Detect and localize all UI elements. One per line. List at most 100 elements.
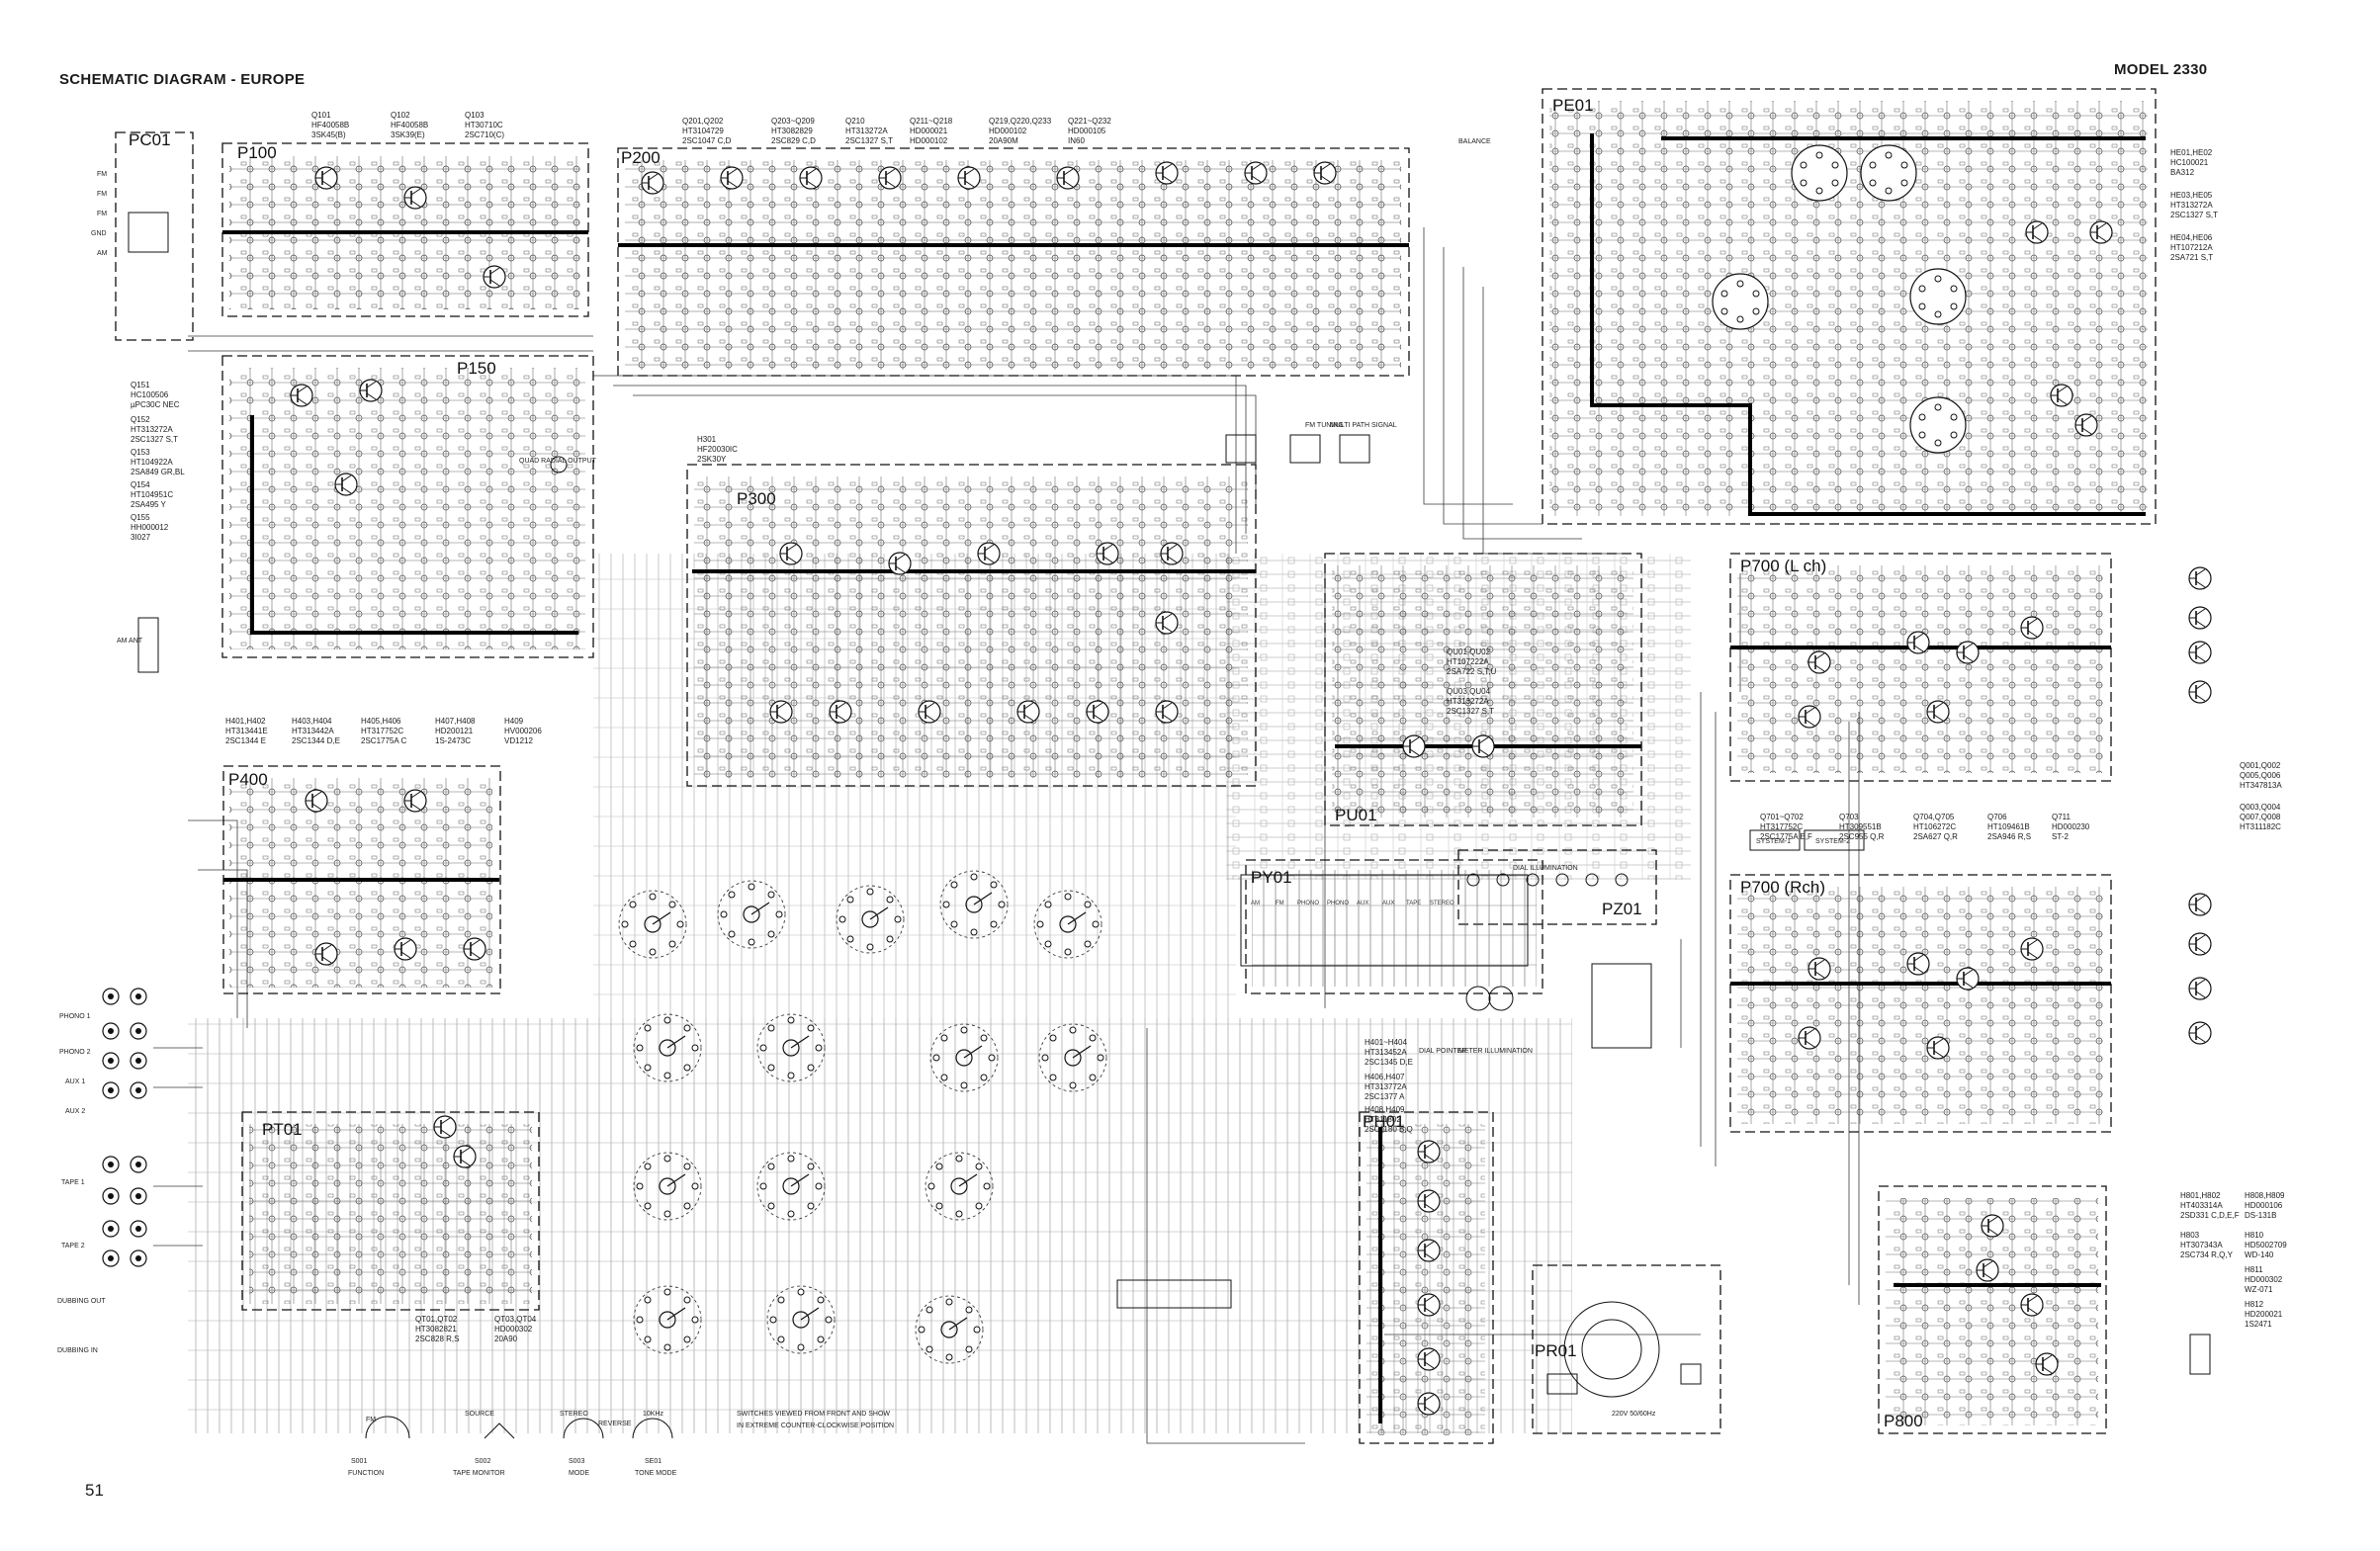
part-he03: HE03,HE05 HT313272A 2SC1327 S,T	[2170, 191, 2219, 219]
part-h803: H803 HT307343A 2SC734 R,Q,Y	[2180, 1231, 2233, 1259]
switch-legend: FM S001 FUNCTION SOURCE S002 TAPE MONITO…	[348, 1411, 894, 1477]
label-system2: SYSTEM-2	[1815, 838, 1850, 845]
part-q153: Q153 HT104922A 2SA849 GR,BL	[131, 448, 185, 476]
block-labels: PC01 P100 P150 P200 P300 P400 PT01 PE01 …	[129, 96, 1923, 1430]
part-h810: H810 HD5002709 WD-140	[2245, 1231, 2287, 1259]
label-power: 220V 50/60Hz	[1612, 1411, 1656, 1418]
label-input-fm-3: FM	[97, 211, 107, 217]
label-source: SOURCE	[465, 1411, 494, 1418]
part-qt03: QT03,QT04 HD000302 20A90	[494, 1315, 537, 1343]
part-q001: Q001,Q002 Q005,Q006 HT347813A	[2240, 761, 2282, 790]
annotation-labels: BALANCE QUAD RADIAL OUTPUT FM TUNING MUL…	[57, 138, 1850, 1418]
block-p300: P300	[737, 489, 776, 508]
switch-note-line1: SWITCHES VIEWED FROM FRONT AND SHOW	[737, 1411, 890, 1418]
part-q211: Q211~Q218 HD000021 HD000102	[910, 117, 953, 145]
label-s001: S001	[351, 1458, 367, 1465]
block-p200: P200	[621, 148, 661, 167]
ground-rails	[222, 133, 2146, 1423]
label-10khz: 10KHz	[643, 1411, 664, 1418]
label-system1: SYSTEM-1	[1756, 838, 1791, 845]
circuit-detail	[229, 101, 2148, 1435]
block-p700l: P700 (L ch)	[1740, 557, 1826, 575]
part-h301: H301 HF20030IC 2SK30Y	[697, 435, 738, 464]
label-sel-fm: FM	[1276, 901, 1284, 906]
label-aux2: AUX 2	[65, 1108, 85, 1115]
part-q711: Q711 HD000230 ST-2	[2052, 813, 2090, 841]
part-q704: Q704,Q705 HT106272C 2SA627 Q,R	[1913, 813, 1958, 841]
model-number: MODEL 2330	[2114, 61, 2208, 78]
page-number: 51	[85, 1481, 104, 1500]
block-pr01: PR01	[1535, 1341, 1577, 1360]
part-q155: Q155 HH000012 3I027	[131, 513, 169, 542]
label-tape-monitor: TAPE MONITOR	[453, 1470, 505, 1477]
block-p100: P100	[237, 143, 277, 162]
part-q151: Q151 HC100506 µPC30C NEC	[131, 381, 180, 409]
part-q102: Q102 HF40058B 3SK39(E)	[391, 111, 429, 139]
part-q203: Q203~Q209 HT3082829 2SC829 C,D	[771, 117, 816, 145]
label-phono1: PHONO 1	[59, 1013, 91, 1020]
output-transistors	[2188, 566, 2212, 1045]
label-function: FUNCTION	[348, 1470, 384, 1477]
part-he04: HE04,HE06 HT107212A 2SA721 S,T	[2170, 233, 2214, 262]
part-h801: H801,H802 HT403314A 2SD331 C,D,E,F	[2180, 1191, 2240, 1220]
part-q154: Q154 HT104951C 2SA495 Y	[131, 480, 174, 509]
label-tape1: TAPE 1	[61, 1179, 85, 1186]
part-h401-h404: H401~H404 HT313452A 2SC1345 D,E	[1365, 1038, 1413, 1067]
label-quad-output: QUAD RADIAL OUTPUT	[519, 458, 597, 465]
label-phono2: PHONO 2	[59, 1049, 91, 1056]
label-sel-am: AM	[1251, 901, 1260, 906]
label-input-gnd: GND	[91, 230, 107, 237]
block-pz01: PZ01	[1602, 900, 1642, 918]
label-aux1: AUX 1	[65, 1078, 85, 1085]
part-h403: H403,H404 HT313442A 2SC1344 D,E	[292, 717, 340, 745]
label-input-am: AM	[97, 250, 108, 257]
block-ph01: PH01	[1363, 1112, 1405, 1131]
part-q201: Q201,Q202 HT3104729 2SC1047 C,D	[682, 117, 732, 145]
part-h811: H811 HD000302 WZ-071	[2245, 1265, 2283, 1294]
label-dial-illumination: DIAL ILLUMINATION	[1513, 865, 1578, 872]
label-sel-aux1: AUX	[1357, 901, 1368, 906]
part-q219: Q219,Q220,Q233 HD000102 20A90M	[989, 117, 1052, 145]
part-h408: H408,H409 HT311802 2SC1180 B,Q	[1365, 1105, 1413, 1134]
label-balance: BALANCE	[1458, 138, 1491, 145]
part-h409: H409 HV000206 VD1212	[504, 717, 542, 745]
label-am-ant: AM ANT	[117, 638, 143, 645]
part-q152: Q152 HT313272A 2SC1327 S,T	[131, 415, 179, 444]
label-reverse: REVERSE	[598, 1421, 632, 1427]
label-dial-pointer: DIAL POINTER	[1419, 1048, 1466, 1055]
part-q101: Q101 HF40058B 3SK45(B)	[311, 111, 350, 139]
part-q703: Q703 HT309551B 2SC955 Q,R	[1839, 813, 1885, 841]
label-dubbing-in: DUBBING IN	[57, 1347, 98, 1354]
part-qu01: QU01,QU02 HT107222A 2SA722 S,T,U	[1447, 647, 1497, 676]
svg-text:FM: FM	[366, 1417, 376, 1423]
label-stereo: STEREO	[560, 1411, 588, 1418]
block-pu01: PU01	[1335, 806, 1377, 824]
page-title: SCHEMATIC DIAGRAM - EUROPE	[59, 71, 306, 88]
label-sel-stereo: STEREO	[1430, 901, 1454, 906]
part-q210: Q210 HT313272A 2SC1327 S,T	[845, 117, 894, 145]
label-input-fm-1: FM	[97, 171, 107, 178]
label-s002: S002	[475, 1458, 490, 1465]
block-pc01: PC01	[129, 130, 171, 149]
part-q003: Q003,Q004 Q007,Q008 HT311182C	[2240, 803, 2281, 831]
block-py01: PY01	[1251, 868, 1292, 887]
label-input-fm-2: FM	[97, 191, 107, 198]
block-pe01: PE01	[1552, 96, 1594, 115]
label-dubbing-out: DUBBING OUT	[57, 1298, 106, 1305]
label-sel-aux2: AUX	[1382, 901, 1394, 906]
part-q221: Q221~Q232 HD000105 IN60	[1068, 117, 1111, 145]
part-h407: H407,H408 HD200121 1S-2473C	[435, 717, 476, 745]
misc-components	[128, 212, 2211, 1398]
switch-note-line2: IN EXTREME COUNTER-CLOCKWISE POSITION	[737, 1422, 894, 1429]
label-tape2: TAPE 2	[61, 1243, 85, 1249]
part-qt01: QT01,QT02 HT3082821 2SC828 R,S	[415, 1315, 460, 1343]
block-p800: P800	[1884, 1412, 1923, 1430]
part-q706: Q706 HT109461B 2SA946 R,S	[1987, 813, 2032, 841]
block-p700r: P700 (Rch)	[1740, 878, 1825, 897]
label-fm-tuning: FM TUNING	[1305, 422, 1344, 429]
label-multipath: MULTI PATH SIGNAL	[1330, 422, 1397, 429]
input-jacks	[102, 988, 147, 1267]
part-h401: H401,H402 HT313441E 2SC1344 E	[225, 717, 268, 745]
part-h812: H812 HD200021 1S2471	[2245, 1300, 2283, 1329]
